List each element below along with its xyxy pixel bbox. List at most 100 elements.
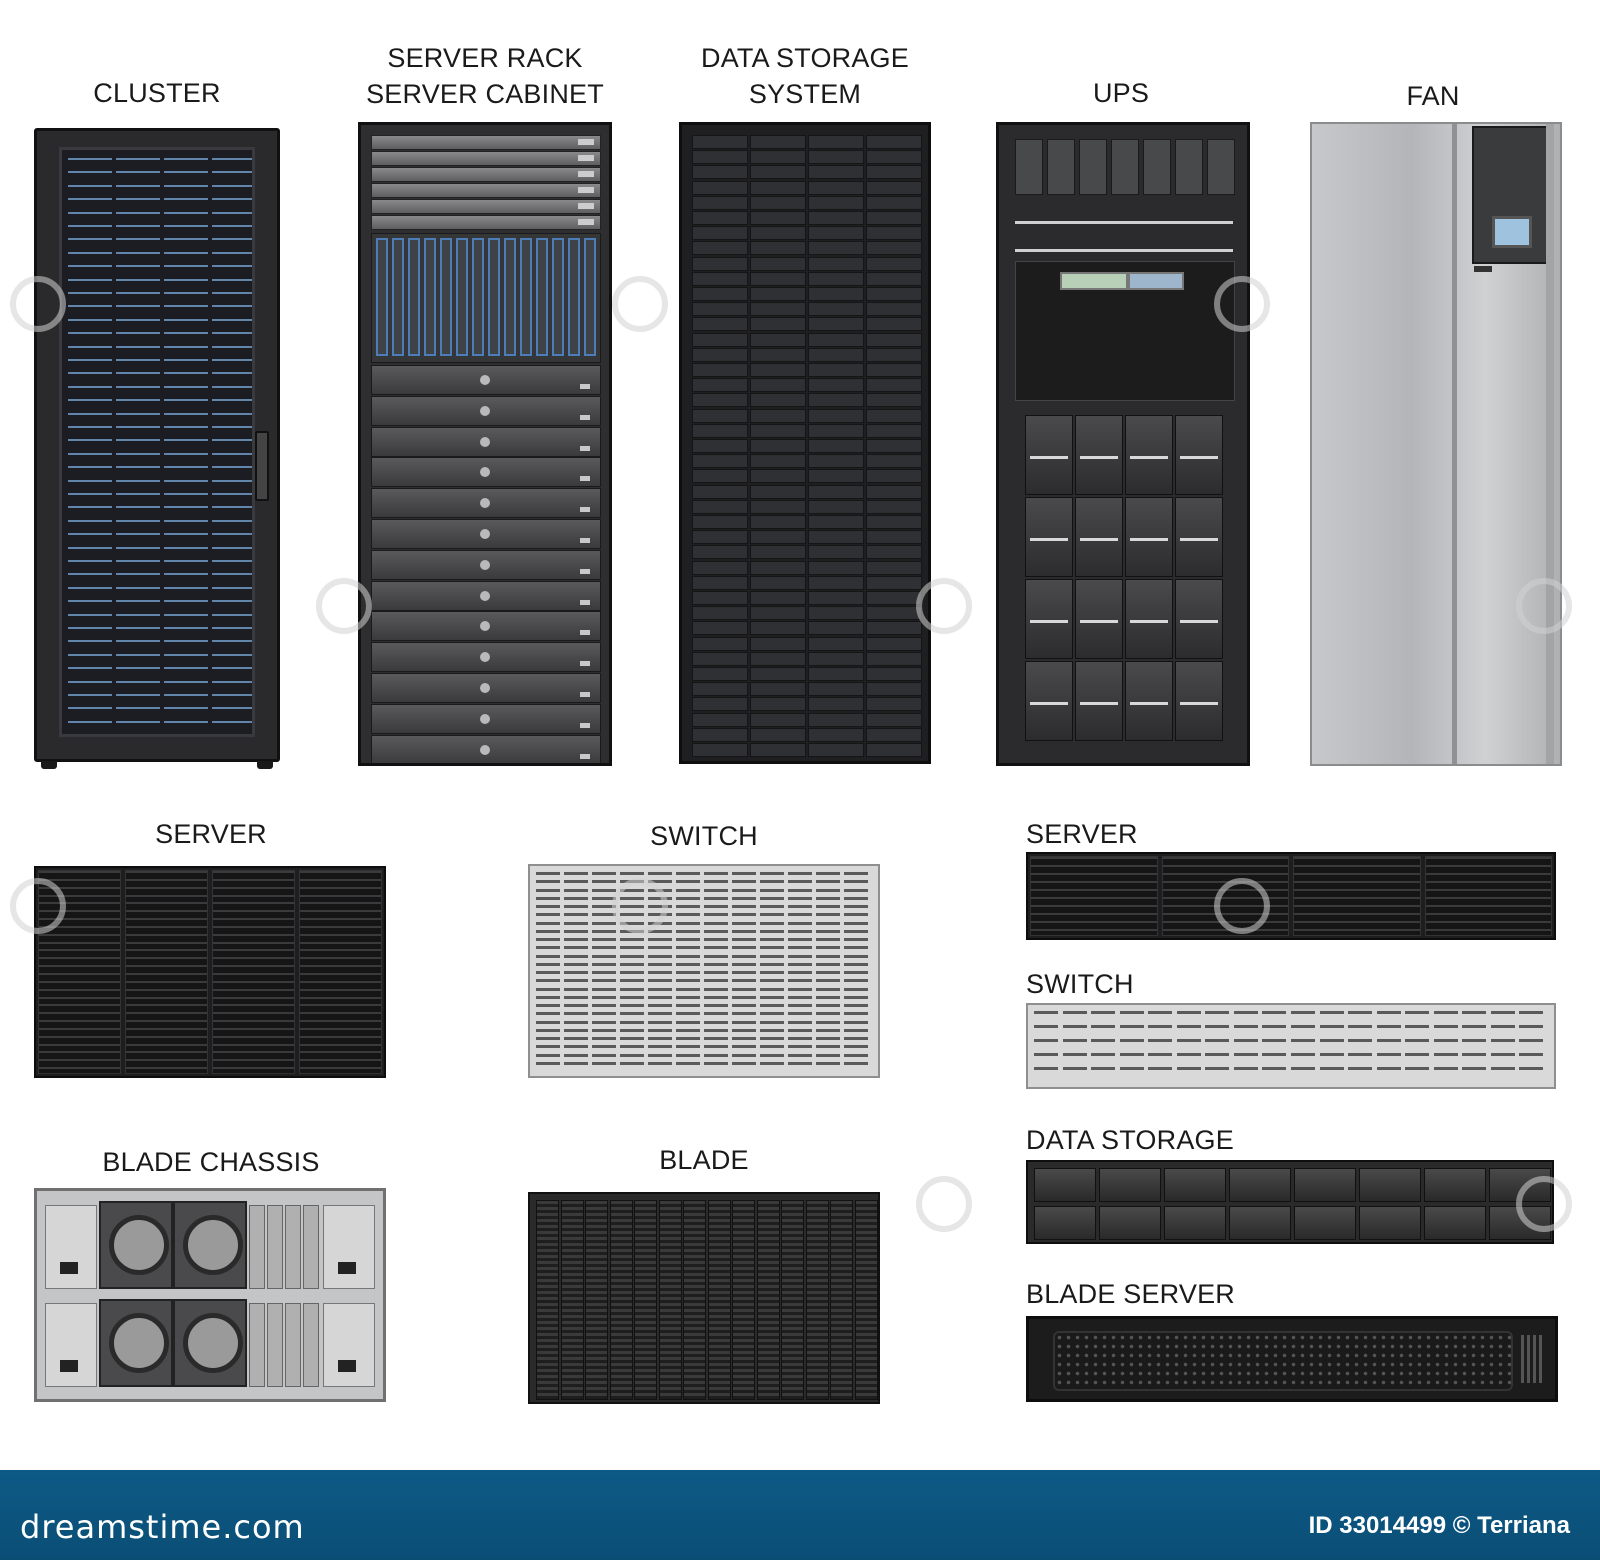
storage-drive-bay [1099, 1168, 1161, 1202]
chassis-psu-port [60, 1360, 78, 1372]
switch-port [816, 1020, 840, 1024]
storage-drive-bay [692, 469, 748, 484]
server-grille-line [126, 925, 207, 928]
data-storage-system-label-line2: SYSTEM [748, 79, 862, 109]
cluster-drive-led [116, 533, 160, 536]
switch-port [620, 938, 644, 941]
switch-port [648, 962, 672, 966]
cluster-drive-led [212, 251, 252, 254]
switch-port [592, 1012, 616, 1016]
switch-port [592, 1004, 616, 1007]
blade-label: BLADE [659, 1145, 749, 1175]
storage-drive-bay [808, 545, 864, 560]
storage-drive-bay [692, 241, 748, 256]
storage-drive-bay [808, 743, 864, 757]
ups-top-vent [1079, 139, 1107, 195]
storage-drive-bay [866, 712, 922, 727]
storage-drive-bay [866, 287, 922, 301]
switch-port [564, 962, 588, 966]
cluster-drive-led [212, 573, 252, 576]
switch-port [592, 962, 616, 966]
server-grille-line [39, 1043, 120, 1046]
switch-port [676, 872, 700, 875]
switch-port [760, 880, 784, 884]
switch-port [1490, 1067, 1515, 1070]
server-grille-line [213, 925, 294, 928]
cluster-drive-led [212, 519, 252, 522]
server-grille-line [300, 957, 381, 960]
storage-drive-bay [866, 363, 922, 377]
switch-port [1148, 1011, 1173, 1014]
cluster-drive-led [212, 640, 252, 643]
switch-port [760, 1028, 784, 1032]
rack-1u-server [371, 167, 601, 182]
switch-port [1262, 1053, 1287, 1056]
switch-port [648, 954, 672, 958]
rack-2u-server [371, 549, 601, 580]
cluster-drive-led [164, 292, 208, 294]
rack-blade-slot [504, 238, 516, 356]
cluster-drive-led [116, 573, 160, 576]
cluster-drive-led [116, 640, 160, 643]
switch-port [704, 872, 728, 875]
switch-port [816, 971, 840, 974]
cluster-door-handle [255, 431, 269, 501]
switch-port [592, 1061, 616, 1065]
server-grille-line [300, 918, 381, 921]
switch-port [648, 1045, 672, 1049]
rack-server-button [480, 529, 490, 539]
cluster-drive-led [164, 278, 208, 281]
switch-port [788, 929, 812, 933]
switch-port [788, 1020, 812, 1024]
storage-drive-bay [808, 499, 864, 514]
cluster-drive-led [164, 211, 208, 214]
cluster-drive-led [164, 667, 208, 670]
cluster-drive-led [212, 694, 252, 696]
storage-drive-bay [808, 195, 864, 210]
server-grille-line [213, 988, 294, 991]
server-grille-line [1162, 865, 1288, 867]
server-grille-line [1294, 897, 1420, 899]
chassis-module [303, 1205, 319, 1289]
ups-module-handle [1130, 620, 1168, 623]
storage-drive-bay [750, 226, 806, 241]
dreamstime-spiral-icon [916, 1176, 972, 1232]
switch-port [564, 971, 588, 974]
switch-port [676, 1037, 700, 1040]
server-grille-line [300, 941, 381, 944]
switch-port [536, 995, 560, 999]
switch-port [844, 913, 868, 917]
cluster-drive-led [212, 238, 252, 241]
switch-right-label: SWITCH [1026, 969, 1134, 999]
switch-port [816, 954, 840, 958]
switch-port [816, 1028, 840, 1032]
rack-1u-server [371, 135, 601, 150]
cluster-drive-led [212, 452, 252, 455]
cluster-drive-led [164, 372, 208, 375]
switch-port [788, 979, 812, 983]
switch-port [760, 1020, 784, 1024]
storage-drive-bay [808, 393, 864, 408]
switch-port [704, 962, 728, 966]
cluster-drive-led [212, 466, 252, 469]
switch-port [592, 872, 616, 875]
cluster-drive-led [212, 506, 252, 509]
storage-drive-bay [750, 165, 806, 180]
server-grille-line [1425, 897, 1551, 899]
switch-port [1519, 1011, 1544, 1014]
server-grille-line [1162, 873, 1288, 875]
server-grille-line [1162, 857, 1288, 859]
switch-port [536, 921, 560, 925]
blade-server-latch [1527, 1335, 1530, 1383]
switch-port [620, 1004, 644, 1007]
switch-port [564, 938, 588, 941]
rack-1u-server [371, 183, 601, 198]
cluster-drive-led [116, 345, 160, 348]
storage-drive-bay [808, 484, 864, 499]
server-grille-line [39, 965, 120, 968]
rack-2u-server [371, 703, 601, 734]
cluster-drive-led [212, 412, 252, 415]
storage-drive-bay [692, 560, 748, 575]
switch-port [1405, 1039, 1430, 1042]
server-grille-line [39, 1027, 120, 1030]
